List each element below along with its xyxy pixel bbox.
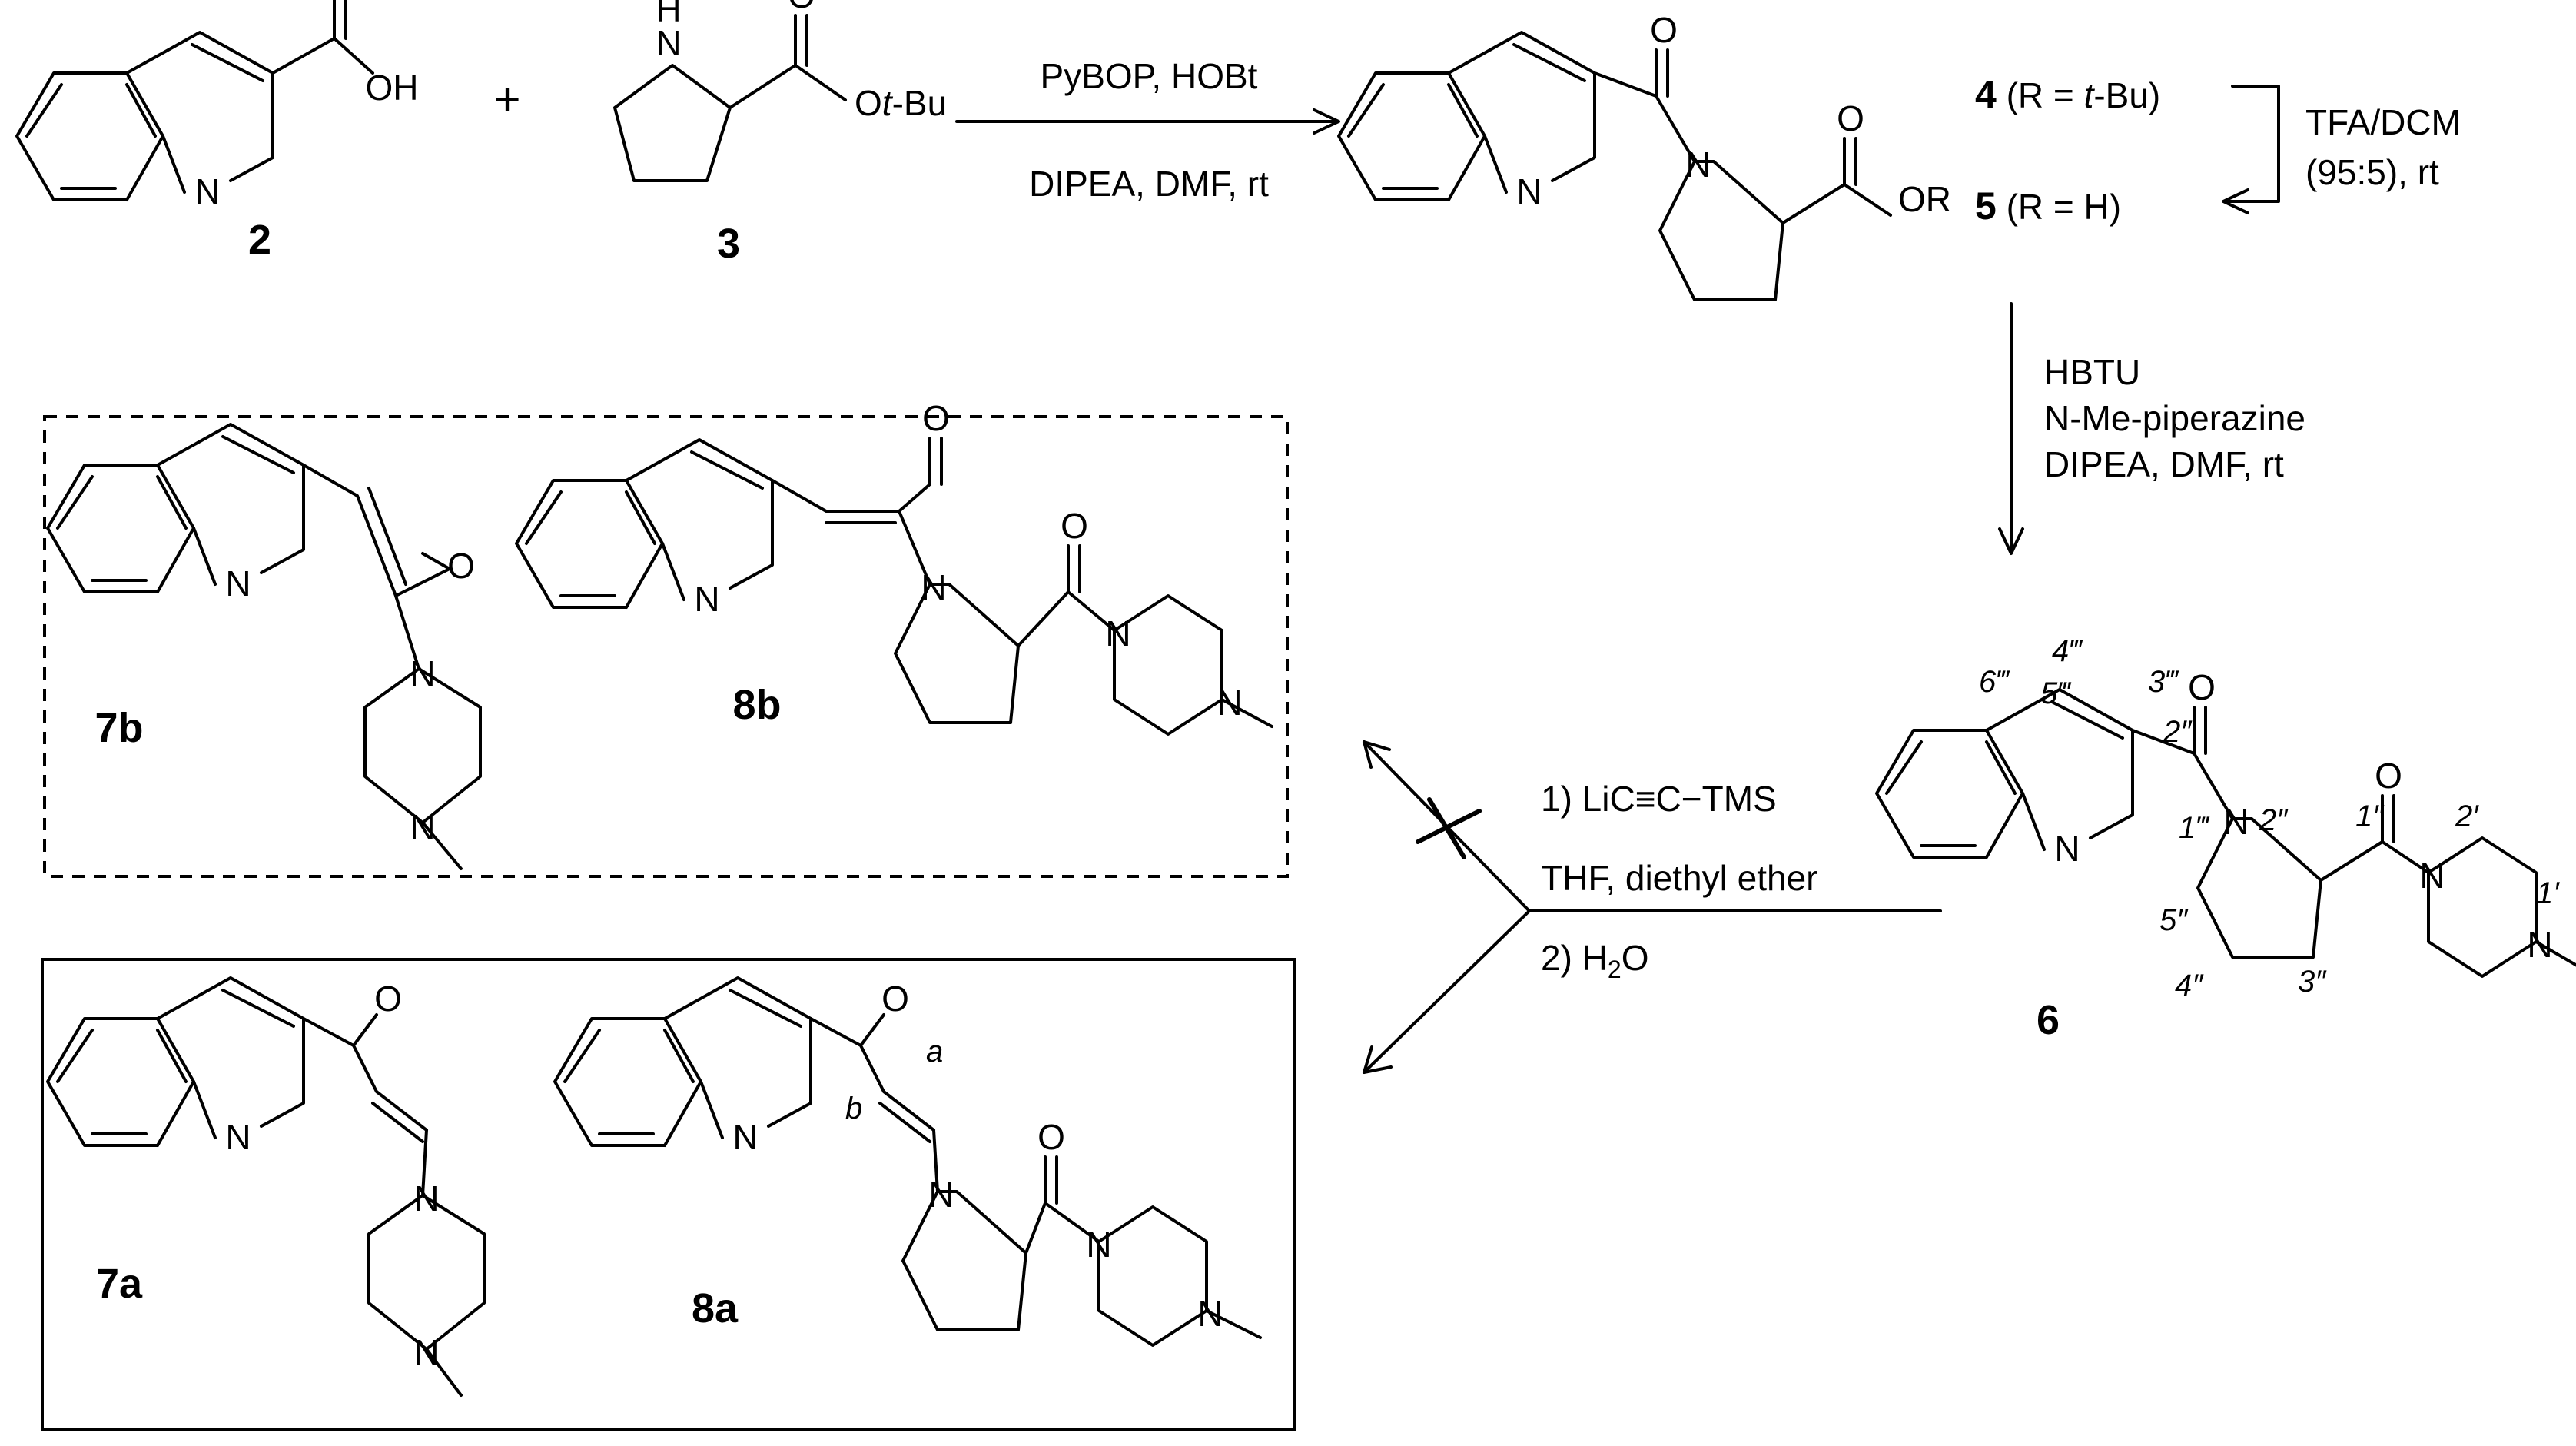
atom-N: N xyxy=(1105,613,1130,653)
atom-H: H xyxy=(656,0,681,29)
position-1pp: 1″ xyxy=(2355,799,2385,833)
position-a: a xyxy=(926,1035,943,1069)
compound-8b-structure: N O N O N N xyxy=(515,398,1273,736)
atom-N: N xyxy=(2223,802,2249,842)
position-2p: 2′ xyxy=(2455,799,2479,833)
step-3-conditions: DIPEA, DMF, rt xyxy=(2044,444,2284,484)
compound-label-2: 2 xyxy=(248,217,271,263)
compound-7a-structure: N O N N xyxy=(46,976,486,1397)
atom-N: N xyxy=(410,653,435,693)
step-4-arrow xyxy=(1363,740,1942,1074)
atom-O: O xyxy=(1837,98,1864,138)
atom-O: O xyxy=(1037,1117,1065,1157)
atom-N: N xyxy=(656,23,681,63)
position-1ppp: 1‴ xyxy=(2179,811,2210,845)
step-2-arrow xyxy=(2222,85,2280,214)
position-5ppp: 5‴ xyxy=(2040,676,2072,710)
atom-N: N xyxy=(225,1117,251,1157)
atom-O: O xyxy=(1650,10,1678,50)
atom-N: N xyxy=(1685,145,1711,184)
atom-N: N xyxy=(928,1175,954,1215)
ester-O-label: Ot-Bu xyxy=(855,83,947,123)
atom-O: O xyxy=(1061,506,1088,546)
compound-label-8b: 8b xyxy=(732,682,781,728)
atom-N: N xyxy=(1197,1294,1223,1334)
step-3-reagent-2: N-Me-piperazine xyxy=(2044,398,2305,438)
step-2-reagents: TFA/DCM xyxy=(2305,102,2461,142)
position-3ppp: 3‴ xyxy=(2148,665,2179,699)
position-6ppp: 6‴ xyxy=(1979,665,2010,699)
compound-7b-structure: N O N N xyxy=(46,423,482,870)
position-b: b xyxy=(845,1092,862,1125)
step-1-arrow xyxy=(955,108,1340,135)
atom-N: N xyxy=(694,579,719,619)
atom-O: O xyxy=(922,398,950,438)
compound-4-5-structure: N O N O OR xyxy=(1337,10,1951,301)
position-2pp: 2″ xyxy=(2259,803,2289,837)
position-3pp: 3″ xyxy=(2298,965,2327,999)
compound-5-label: 5 (R = H) xyxy=(1975,184,2121,228)
compound-label-7a: 7a xyxy=(96,1261,143,1307)
failed-products-box xyxy=(43,415,1289,878)
atom-N: N xyxy=(410,807,435,847)
plus-sign: + xyxy=(493,74,520,125)
compound-label-3: 3 xyxy=(717,221,740,267)
step-1-reagents: PyBOP, HOBt xyxy=(1041,56,1258,96)
atom-O: O xyxy=(2375,756,2402,796)
atom-N: N xyxy=(732,1117,758,1157)
compound-8a-structure: N O N O N N a b xyxy=(553,976,1262,1347)
compound-2-structure: N O OH xyxy=(15,0,419,211)
atom-N: N xyxy=(1086,1225,1111,1265)
step-4-solvent: THF, diethyl ether xyxy=(1541,858,1817,898)
atom-N: N xyxy=(1516,171,1542,211)
position-4pp: 4″ xyxy=(2175,969,2204,1002)
compound-label-7b: 7b xyxy=(95,705,143,751)
position-4ppp: 4‴ xyxy=(2052,634,2083,668)
step-3-reagent-1: HBTU xyxy=(2044,352,2140,392)
atom-N: N xyxy=(921,567,946,607)
atom-N: N xyxy=(2054,829,2080,869)
position-2pp-q: 2″ xyxy=(2163,715,2193,749)
step-2-conditions: (95:5), rt xyxy=(2305,152,2439,192)
position-1p: 1′ xyxy=(2536,876,2560,910)
atom-N: N xyxy=(194,171,220,211)
compound-4-label: 4 (R = t-Bu) xyxy=(1975,73,2160,116)
atom-O: O xyxy=(788,0,815,15)
step-4-reagent: 1) LiC≡C−TMS xyxy=(1541,779,1777,819)
position-5pp: 5″ xyxy=(2159,903,2189,937)
blocked-path-cross xyxy=(1416,797,1482,859)
atom-O: O xyxy=(881,979,909,1019)
compound-6-structure: N O N O N N xyxy=(1875,667,2576,978)
atom-O: O xyxy=(2188,667,2216,707)
atom-O: O xyxy=(374,979,402,1019)
step-1-conditions: DIPEA, DMF, rt xyxy=(1029,164,1269,204)
atom-N: N xyxy=(2527,925,2552,965)
atom-OH: OH xyxy=(366,68,419,108)
atom-N: N xyxy=(413,1332,439,1372)
atom-N: N xyxy=(2419,856,2445,896)
step-3-arrow xyxy=(1998,302,2024,555)
atom-OR: OR xyxy=(1898,179,1951,219)
compound-label-8a: 8a xyxy=(692,1285,739,1331)
atom-N: N xyxy=(225,563,251,603)
atom-N: N xyxy=(1217,683,1242,723)
atom-N: N xyxy=(413,1178,439,1218)
atom-O: O xyxy=(447,546,475,586)
step-4-quench: 2) H2O xyxy=(1541,938,1648,983)
obtained-products-box xyxy=(41,958,1296,1431)
compound-3-structure: N H O Ot-Bu xyxy=(613,0,947,182)
compound-label-6: 6 xyxy=(2037,997,2060,1043)
